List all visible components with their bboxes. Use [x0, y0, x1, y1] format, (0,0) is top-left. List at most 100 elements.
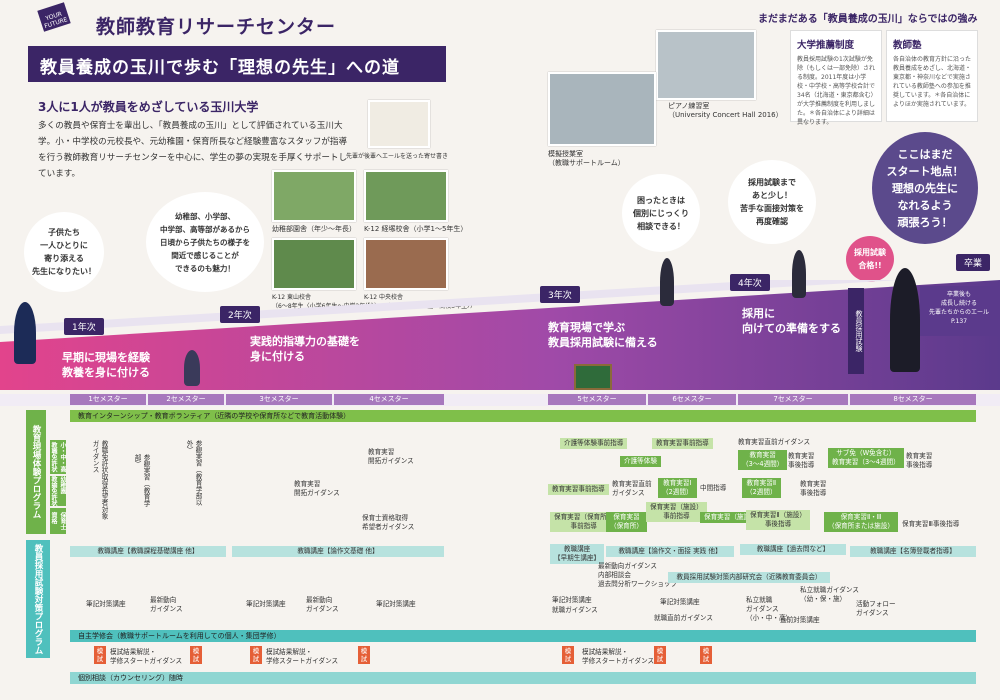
- s1-item18: 保育実習（保育所） 事前指導: [550, 512, 618, 532]
- semester-5: 5セメスター: [548, 394, 646, 405]
- year4-tag: 4年次: [730, 274, 770, 291]
- s2-item5: 筆記対策講座: [376, 600, 416, 608]
- main-banner: 教員養成の玉川で歩む「理想の先生」への道: [28, 46, 446, 82]
- s2-course5: 教職講座【過去問など】: [740, 544, 846, 555]
- s2-course3: 教職講座 【早期生講座】: [550, 544, 605, 564]
- s2-item13: 私立就職ガイダンス （幼・保・施）: [800, 586, 859, 603]
- mock-exam-1a: 模試: [94, 646, 106, 664]
- chuo-photo: [364, 238, 448, 290]
- s1-item6: 保育士資格取得 希望者ガイダンス: [362, 514, 415, 531]
- s1-item4: 教育実習 開拓ガイダンス: [368, 448, 414, 465]
- sec2-label: 教員採用試験対策プログラム: [26, 540, 50, 658]
- s2-item1: 筆記対策講座: [86, 600, 126, 608]
- sec1-sub-kinder: 幼稚園 教諭免許状: [50, 476, 66, 506]
- year1-tag: 1年次: [64, 318, 104, 335]
- student3-figure: [660, 258, 674, 306]
- mock-exam-2a: 模試: [250, 646, 262, 664]
- strength1-title: 大学推薦制度: [797, 40, 855, 51]
- s2-item16: 就職直前ガイダンス: [654, 614, 713, 622]
- s2-course1: 教職講座【教職課程基礎講座 他】: [70, 546, 226, 557]
- semester-3: 3セメスター: [226, 394, 332, 405]
- s1-item28: 教育実習 （3〜4週間）: [738, 450, 788, 470]
- s1-item16: 教育実習Ⅱ （2週間）: [742, 478, 781, 498]
- s1-item30: サブ免（W免含む） 教育実習（3〜4週間）: [828, 448, 904, 468]
- piano-caption: ピアノ練習室 （University Concert Hall 2016）: [668, 102, 783, 119]
- subtitle: 3人に1人が教員をめざしている玉川大学: [38, 100, 259, 114]
- s2-item10: 教員採用試験対策内部研究会（近隣教育委員会）: [668, 572, 830, 583]
- s2-item2: 最新動向 ガイダンス: [150, 596, 183, 613]
- bubble-year4: 採用試験まで あと少し！ 苦手な面接対策を 再度確認: [728, 160, 816, 244]
- semester-2: 2セメスター: [148, 394, 224, 405]
- bubble-year3: 困ったときは 個別にじっくり 相談できる！: [622, 174, 700, 252]
- s1-item31: 教育実習 事後指導: [906, 452, 933, 469]
- strengths-title: まだまだある「教員養成の玉川」ならではの強み: [758, 14, 978, 25]
- piano-room-photo: [656, 30, 756, 100]
- band-text-3: 教育現場で学ぶ 教員採用試験に備える: [548, 321, 658, 349]
- year2-tag: 2年次: [220, 306, 260, 323]
- s1-item1: 教職免許状取得希望者対象ガイダンス: [91, 440, 108, 520]
- s2-item14: 活動フォロー ガイダンス: [856, 600, 896, 617]
- sec1-sub-school: 小・中・高 教職免許状: [50, 440, 66, 474]
- message-card-photo: [368, 100, 430, 148]
- semester-4: 4セメスター: [334, 394, 444, 405]
- kyozuka-caption: K-12 経塚校舎（小学1〜5年生）: [364, 225, 468, 233]
- mock-result-2: 模試結果解説・ 学修スタートガイダンス: [266, 648, 339, 665]
- s2-item12: 私立就職 ガイダンス （小・中・高）: [746, 596, 793, 622]
- year3-tag: 3年次: [540, 286, 580, 303]
- pass-badge: 採用試験 合格!!: [846, 236, 894, 282]
- s1-item7: 介護等体験事前指導: [560, 438, 628, 449]
- mock-exam-2b: 模試: [358, 646, 370, 664]
- mock-exam-3b: 模試: [654, 646, 666, 664]
- semester-6: 6セメスター: [648, 394, 736, 405]
- counseling-bar: 個別相談（カウンセリング）随時: [70, 672, 976, 684]
- band-text-1: 早期に現場を経験 教養を身に付ける: [62, 351, 150, 379]
- s1-item21: 保育実習（施設）: [700, 512, 761, 523]
- mock-exam-1b: 模試: [190, 646, 202, 664]
- s2-item9: 就職ガイダンス: [552, 606, 598, 614]
- s1-item17: 教育実習 事後指導: [800, 480, 827, 497]
- s1-item26: 保育実習Ⅱ・Ⅲ （保育所または施設）: [824, 512, 898, 532]
- s2-course6: 教職講座【名簿登載者指導】: [850, 546, 976, 557]
- blackboard-icon: [574, 364, 612, 390]
- self-study-bar: 自主学修会（教職サポートルームを利用しての個人・集団学修）: [70, 630, 976, 642]
- s2-item11: 筆記対策講座: [660, 598, 700, 606]
- kindergarten-photo: [272, 170, 356, 222]
- mock-exam-3a: 模試: [562, 646, 574, 664]
- classroom-caption: 模擬授業室 （教職サポートルーム）: [548, 150, 625, 167]
- s2-course4: 教職講座【論作文・面接 実践 他】: [606, 546, 734, 557]
- kinder-caption: 幼稚部園舎（年少〜年長）: [272, 225, 356, 233]
- strength-box-juku: 教師塾 各自治体の教育方針に沿った教員養成をめざし、北海道・東京都・神奈川などで…: [886, 30, 978, 122]
- sec1-sub-nursery: 保育士 資格: [50, 508, 66, 534]
- s2-item6: 最新動向ガイダンス 内部相談会: [598, 562, 657, 579]
- s1-item12: 教育実習事前指導: [548, 484, 609, 495]
- bubble-year2: 幼稚部、小学部、 中学部、高等部があるから 日頃から子供たちの様子を 間近で感じ…: [146, 192, 264, 292]
- s1-item5: 教育実習 開拓ガイダンス: [294, 480, 340, 497]
- graduate-figure: [890, 268, 920, 372]
- higashiyama-photo: [272, 238, 356, 290]
- graduation-tag: 卒業: [956, 254, 991, 271]
- kyozuka-photo: [364, 170, 448, 222]
- band-text-2: 実践的指導力の基礎を 身に付ける: [250, 335, 360, 363]
- s1-item8: 教育実習事前指導: [652, 438, 713, 449]
- s1-item10: 教育実習直前ガイダンス: [738, 438, 811, 446]
- s1-item22: 保育実習Ⅱ（施設） 事後指導: [746, 510, 810, 530]
- strength1-text: 教員採用試験の1次試験が免除（もしくは一部免除）される制度。2011年度は小学校…: [797, 56, 876, 126]
- s1-item14: 教育実習Ⅰ （2週間）: [658, 478, 697, 498]
- s1-item20: 保育実習（施設） 事前指導: [646, 502, 707, 522]
- s1-item3: 参観実習（教育学部以外）: [185, 440, 202, 506]
- s1-item29: 教育実習 事後指導: [788, 452, 815, 469]
- strength-box-recommend: 大学推薦制度 教員採用試験の1次試験が免除（もしくは一部免除）される制度。201…: [790, 30, 882, 126]
- band-text-4: 採用に 向けての準備をする: [742, 307, 841, 335]
- s2-item8: 筆記対策講座: [552, 596, 592, 604]
- sec1-label: 教育現場体験プログラム: [26, 410, 46, 534]
- internship-bar: 教育インターンシップ・教育ボランティア（近隣の学校や保育所などで教育活動体験）: [70, 410, 976, 422]
- s1-item2: 参観実習（教育学部）: [133, 454, 150, 507]
- bubble-year1: 子供たち 一人ひとりに 寄り添える 先生になりたい！: [24, 212, 104, 292]
- strength2-title: 教師塾: [893, 40, 922, 51]
- s2-course2: 教職講座【論作文基礎 他】: [232, 546, 444, 557]
- s1-item9: 介護等体験: [620, 456, 661, 467]
- bubble-final: ここはまだ スタート地点！ 理想の先生に なれるよう 頑張ろう！: [872, 132, 978, 244]
- s1-item27: 保育実習Ⅲ事後指導: [902, 520, 960, 528]
- s1-item19: 保育実習 （保育所）: [606, 512, 647, 532]
- your-future-signpost: YOUR FUTURE: [37, 2, 71, 32]
